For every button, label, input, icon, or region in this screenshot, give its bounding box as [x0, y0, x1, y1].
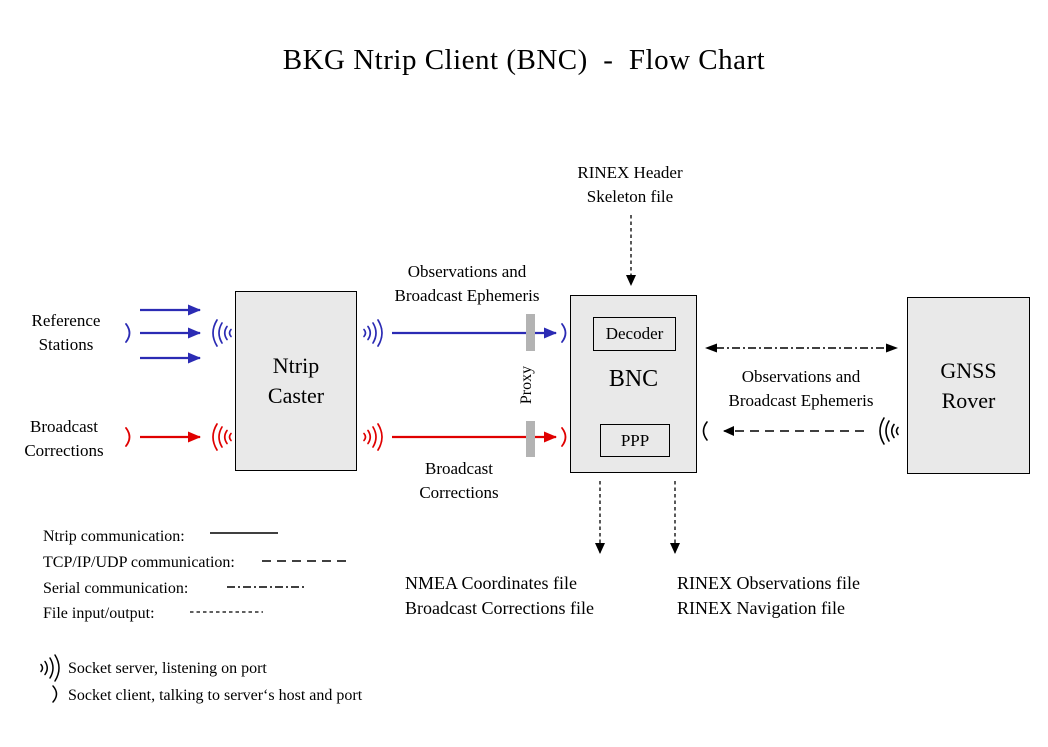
label-nmea-output-files: NMEA Coordinates file Broadcast Correcti… — [405, 573, 594, 618]
reference-station-arrows — [140, 304, 201, 364]
socket-client-icon — [125, 323, 131, 343]
node-label: PPP — [620, 430, 650, 450]
node-bnc: Decoder BNC PPP — [570, 295, 697, 473]
socket-server-icon — [363, 319, 383, 347]
socket-client-icon — [561, 427, 567, 447]
node-label-line: Ntrip — [272, 353, 320, 378]
socket-server-icon — [40, 654, 60, 682]
socket-server-icon — [212, 319, 232, 347]
label-observations-ephemeris-right: Observations and Broadcast Ephemeris — [728, 367, 874, 410]
socket-client-icon — [702, 421, 708, 441]
legend-item-ntrip: Ntrip communication: — [43, 528, 185, 545]
legend-item-tcp: TCP/IP/UDP communication: — [43, 554, 235, 571]
serial-link-arrow — [705, 343, 898, 353]
node-label-line: Rover — [941, 387, 996, 413]
label-rinex-skeleton-file: RINEX Header Skeleton file — [577, 163, 683, 206]
socket-client-icon — [561, 323, 567, 343]
legend-socket-client: Socket client, talking to server‘s host … — [68, 687, 363, 704]
socket-client-icon — [52, 685, 58, 703]
socket-client-icon — [125, 427, 131, 447]
label-broadcast-corrections-mid: Broadcast Corrections — [419, 459, 499, 502]
legend-socket-server: Socket server, listening on port — [68, 660, 267, 677]
node-label: BNC — [608, 366, 659, 392]
legend-item-file-io: File input/output: — [43, 605, 155, 622]
node-gnss-rover: GNSS Rover — [907, 297, 1030, 474]
node-label-line: Caster — [267, 383, 325, 408]
page-title: BKG Ntrip Client (BNC) - Flow Chart — [282, 44, 766, 76]
label-reference-stations: Reference Stations — [31, 311, 101, 354]
socket-server-icon — [212, 423, 232, 451]
socket-server-icon — [363, 423, 383, 451]
label-broadcast-corrections-input: Broadcast Corrections — [24, 417, 104, 460]
label-proxy: Proxy — [518, 365, 535, 405]
node-ntrip-caster: Ntrip Caster — [235, 291, 357, 471]
label-rinex-output-files: RINEX Observations file RINEX Navigation… — [677, 573, 860, 618]
label-observations-ephemeris-mid: Observations and Broadcast Ephemeris — [394, 262, 540, 305]
proxy-bar — [526, 421, 535, 457]
node-label: Decoder — [605, 324, 664, 343]
legend-item-serial: Serial communication: — [43, 580, 189, 597]
node-label-line: GNSS — [940, 357, 997, 383]
socket-server-icon — [879, 417, 899, 445]
proxy-bar — [526, 314, 535, 351]
node-ppp: PPP — [600, 424, 670, 457]
node-decoder: Decoder — [593, 317, 676, 351]
